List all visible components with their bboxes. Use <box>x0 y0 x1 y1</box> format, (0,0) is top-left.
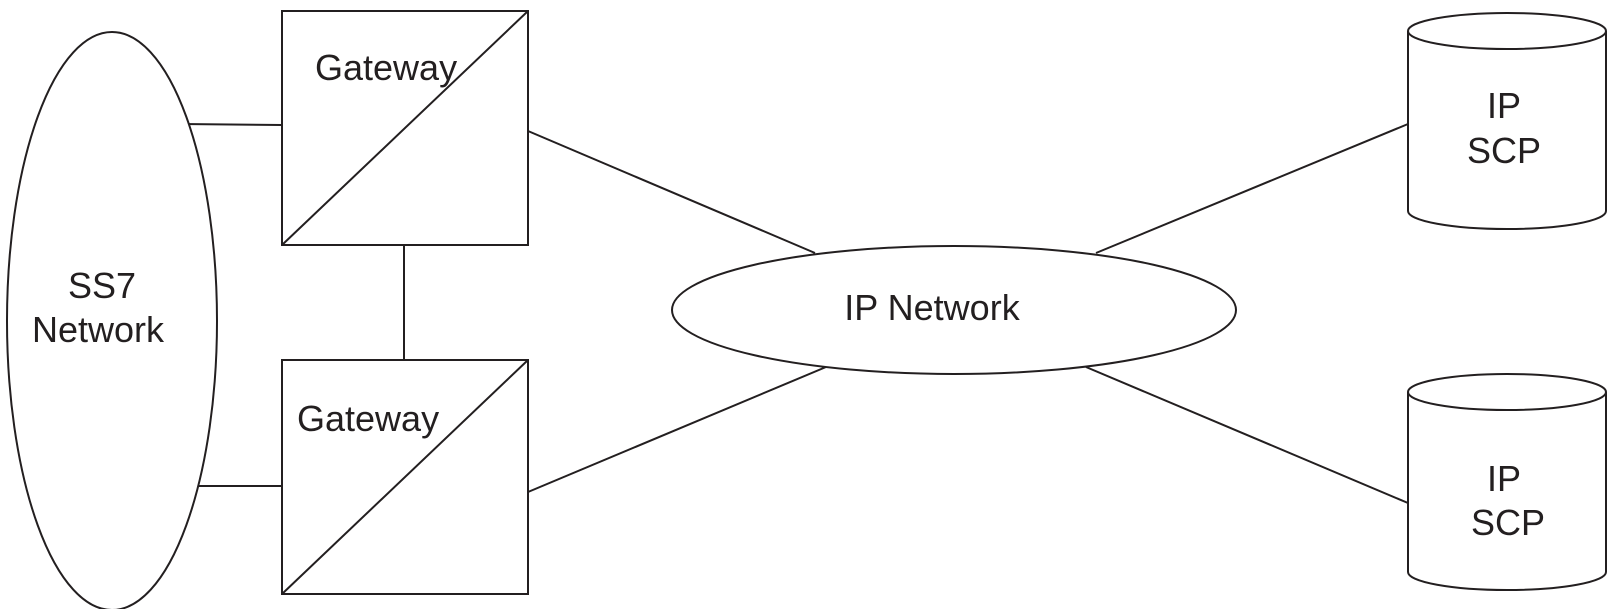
edge-gateway-bottom-to-ip-network <box>527 366 827 493</box>
ip-network-ellipse <box>671 245 1237 375</box>
scp-top-cylinder-cap <box>1407 12 1607 50</box>
connectors <box>180 123 1409 504</box>
edge-ip-network-to-scp-top <box>1095 123 1409 254</box>
edge-gateway-top-to-ip-network <box>527 130 816 254</box>
scp-top-cylinder-body <box>1407 31 1607 230</box>
gateway-top-label: Gateway <box>315 47 457 88</box>
ss7-network-label-line2: Network <box>32 309 165 350</box>
scp-bottom-node: IP SCP <box>1407 373 1607 591</box>
ss7-network-ellipse <box>6 31 218 609</box>
ss7-network-label-line1: SS7 <box>68 265 136 306</box>
scp-bottom-cylinder-body <box>1407 392 1607 591</box>
gateway-top-diagonal <box>281 10 529 246</box>
gateway-bottom-diagonal <box>281 359 529 595</box>
scp-top-node: IP SCP <box>1407 12 1607 230</box>
scp-top-label-line2: SCP <box>1467 130 1541 171</box>
scp-bottom-label-line2: SCP <box>1471 502 1545 543</box>
edge-ss7-to-gateway-top <box>180 123 283 126</box>
ip-network-label: IP Network <box>844 287 1020 328</box>
ss7-network-node: SS7 Network <box>6 31 218 609</box>
gateway-bottom-node: Gateway <box>281 359 529 595</box>
scp-bottom-label-line1: IP <box>1487 458 1521 499</box>
edge-ip-network-to-scp-bottom <box>1085 366 1409 504</box>
scp-top-label-line1: IP <box>1487 85 1521 126</box>
gateway-bottom-label: Gateway <box>297 398 439 439</box>
gateway-top-node: Gateway <box>281 10 529 246</box>
scp-bottom-cylinder-cap <box>1407 373 1607 411</box>
ip-network-node: IP Network <box>671 245 1237 375</box>
